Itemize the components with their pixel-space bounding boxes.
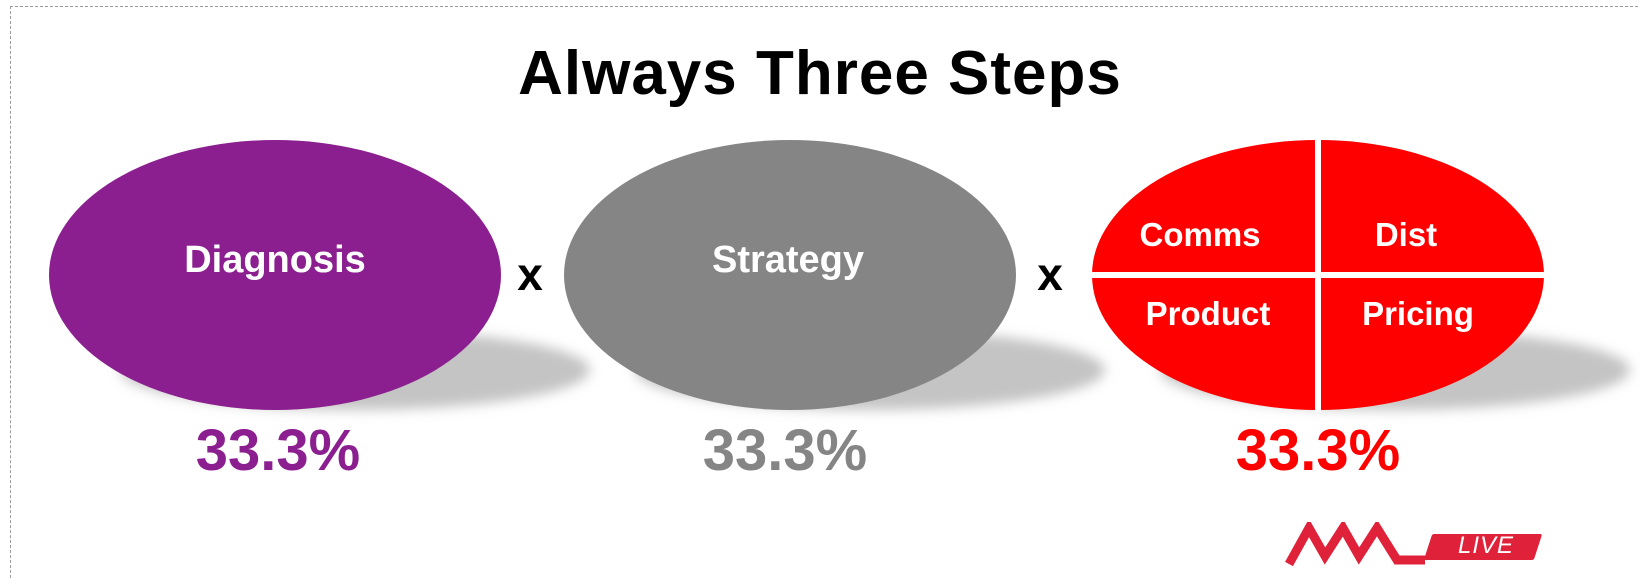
step-marketing-mix: Comms Dist Product Pricing 33.3%	[1090, 138, 1630, 483]
diagnosis-percent: 33.3%	[196, 418, 360, 483]
diagnosis-label: Diagnosis	[184, 239, 366, 281]
marketing-mix-percent: 33.3%	[1236, 418, 1400, 483]
strategy-percent: 33.3%	[703, 418, 867, 483]
quadrant-label-pricing: Pricing	[1362, 295, 1474, 332]
step-strategy: Strategy 33.3%	[564, 140, 1105, 483]
quadrant-label-comms: Comms	[1139, 216, 1260, 253]
strategy-label: Strategy	[712, 239, 864, 281]
slide-title: Always Three Steps	[518, 39, 1122, 108]
mw-wave-logo-icon	[1285, 522, 1425, 567]
slide-frame	[10, 6, 1638, 578]
strategy-circle	[564, 140, 1016, 410]
multiply-operator-1: x	[517, 248, 543, 300]
step-diagnosis: Diagnosis 33.3%	[49, 140, 590, 483]
logo-live-text: LIVE	[1457, 532, 1515, 559]
diagnosis-circle	[49, 140, 501, 410]
multiply-operator-2: x	[1037, 248, 1063, 300]
quadrant-label-product: Product	[1146, 295, 1271, 332]
quadrant-label-dist: Dist	[1375, 216, 1437, 253]
